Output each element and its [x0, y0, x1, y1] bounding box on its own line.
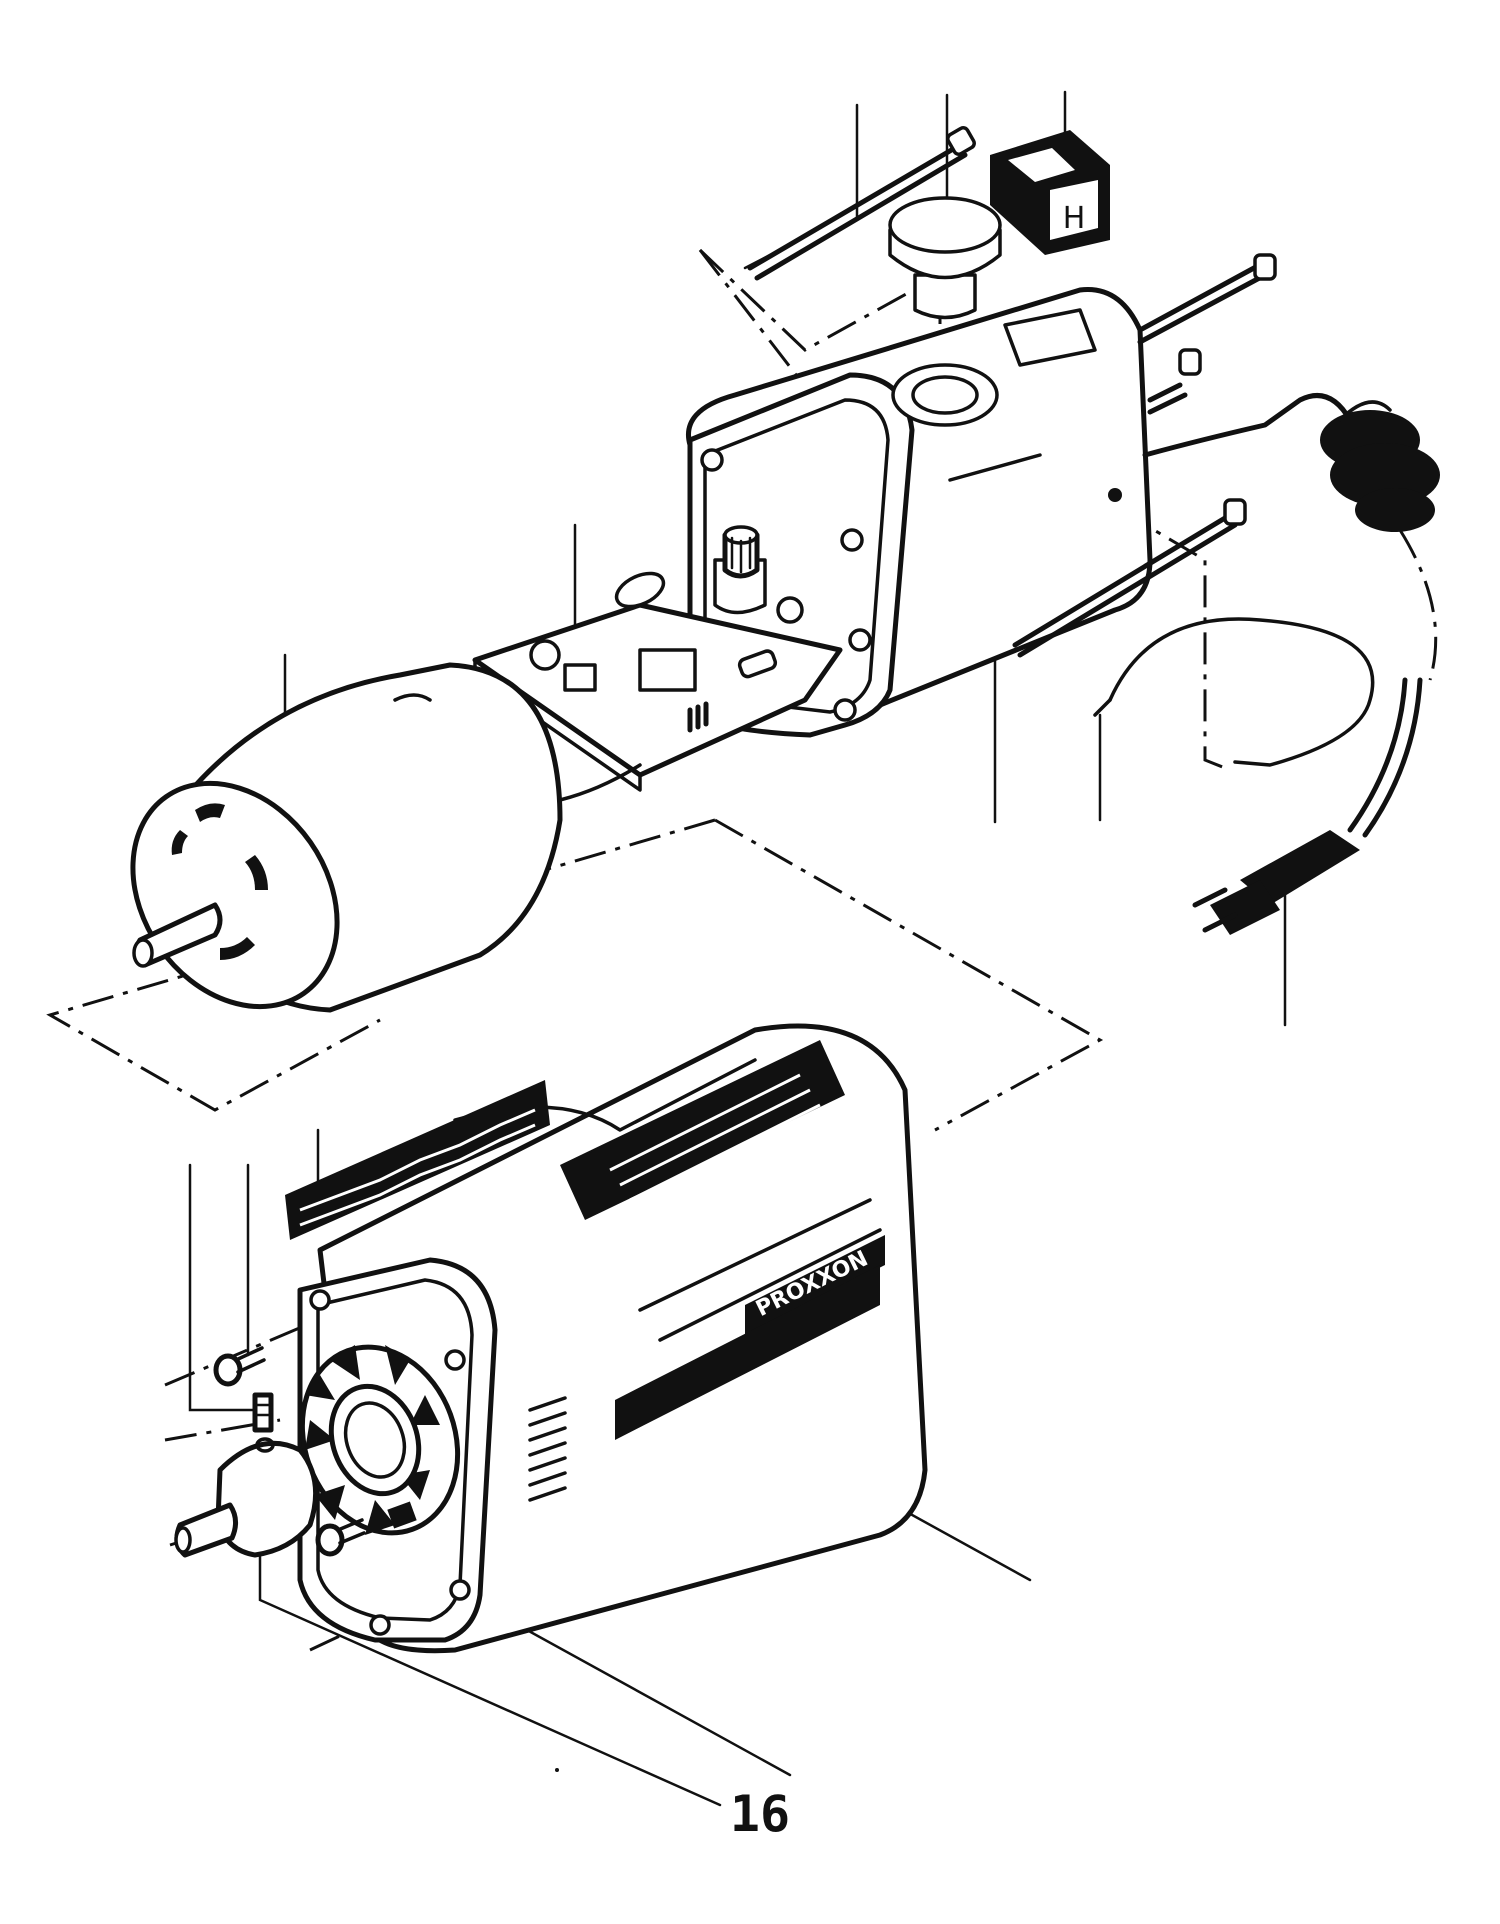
side-plate	[285, 1080, 550, 1240]
setscrew	[252, 1392, 274, 1433]
power-cord	[1142, 393, 1440, 935]
housing-screws	[1012, 253, 1277, 658]
spindle-collet	[174, 1437, 319, 1558]
motor	[130, 662, 642, 1013]
front-bearing	[387, 1501, 417, 1529]
switch-label: H	[1063, 201, 1086, 236]
circuit-board	[472, 525, 843, 792]
wire-clip	[1093, 617, 1375, 767]
fan	[299, 1344, 461, 1536]
long-screw	[743, 126, 976, 281]
front-housing: PROXXON	[297, 1023, 928, 1654]
head-screw	[213, 1346, 266, 1387]
mounting-screw	[315, 1518, 366, 1557]
stray-mark	[555, 1768, 559, 1772]
vent-slots	[528, 1396, 567, 1502]
page-number: 16	[729, 1785, 791, 1843]
speed-knob	[888, 196, 1002, 320]
rocker-switch: H	[990, 130, 1110, 255]
